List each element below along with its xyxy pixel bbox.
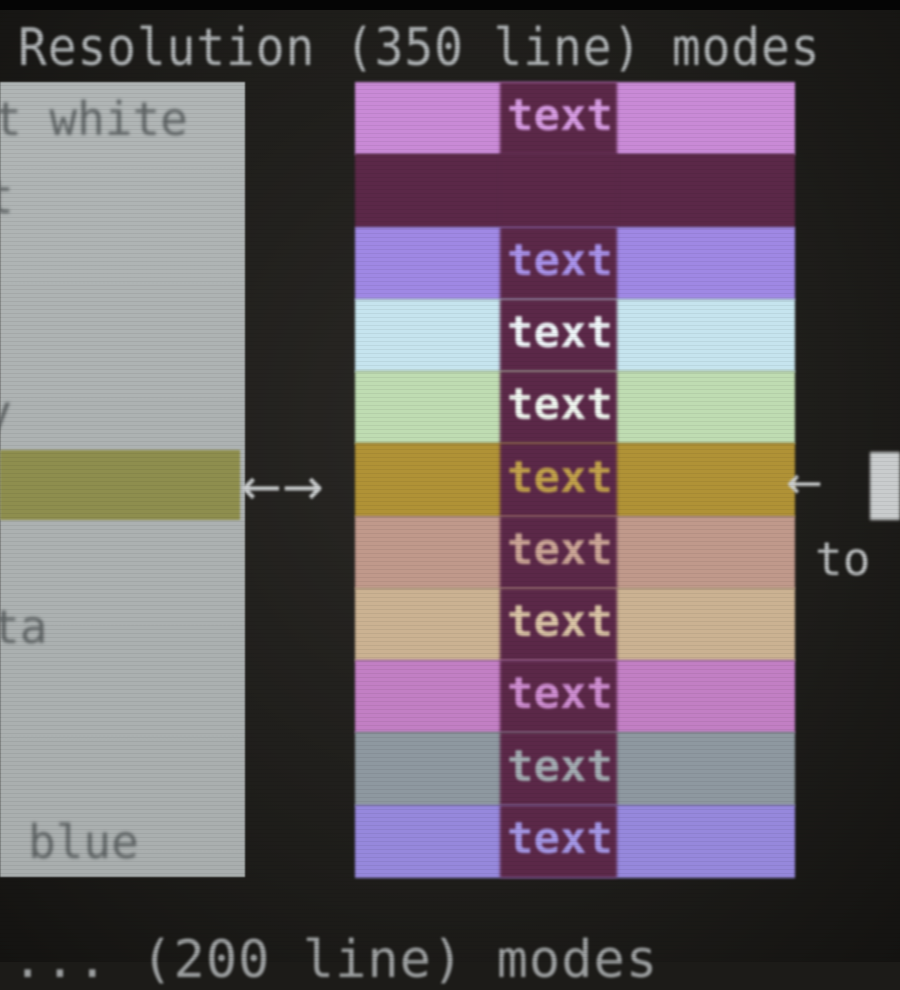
- swatch-center-column: [500, 154, 617, 228]
- swatch-center-column: [500, 298, 617, 373]
- left-highlight-band: [0, 450, 240, 520]
- swatch-text: text: [507, 812, 613, 864]
- swatch-center-column: [500, 587, 617, 662]
- swatch-text: text: [507, 668, 613, 720]
- swatch-center-column: [500, 226, 617, 300]
- swatch-center-column: [500, 82, 617, 156]
- left-label-blue: blue: [28, 815, 139, 869]
- left-label-y: y: [0, 385, 12, 439]
- swatch-center-column: [500, 732, 617, 806]
- left-label-t: t: [0, 170, 14, 224]
- swatch-text: text: [507, 523, 613, 575]
- monitor-bezel: [0, 0, 900, 10]
- swatch-text: text: [507, 234, 613, 286]
- swatch-text: text: [507, 379, 613, 431]
- highlighted-label-box: [870, 452, 900, 520]
- swatch-text: text: [507, 451, 613, 503]
- swatch-text: text: [507, 596, 613, 648]
- swatch-center-column: [500, 443, 617, 517]
- left-arrow-icon: ←: [786, 458, 823, 509]
- swatch-center-column: [500, 804, 617, 878]
- swatch-text: text: [507, 90, 613, 142]
- swatch-text: text: [507, 740, 613, 792]
- swatch-center-column: [500, 515, 617, 589]
- swatch-text: text: [507, 306, 613, 358]
- screen-footer: ... (200 line) modes: [12, 930, 659, 990]
- left-label-magenta: ta: [0, 600, 48, 654]
- left-label-white: t white: [0, 92, 188, 146]
- right-label-to: to: [815, 532, 871, 586]
- color-swatch-stack: text text text text text text text text text text: [355, 82, 795, 878]
- screen-title: Resolution (350 line) modes: [18, 18, 821, 78]
- swatch-center-column: [500, 371, 617, 445]
- double-arrow-icon: ←→: [240, 458, 324, 516]
- swatch-center-column: [500, 660, 617, 734]
